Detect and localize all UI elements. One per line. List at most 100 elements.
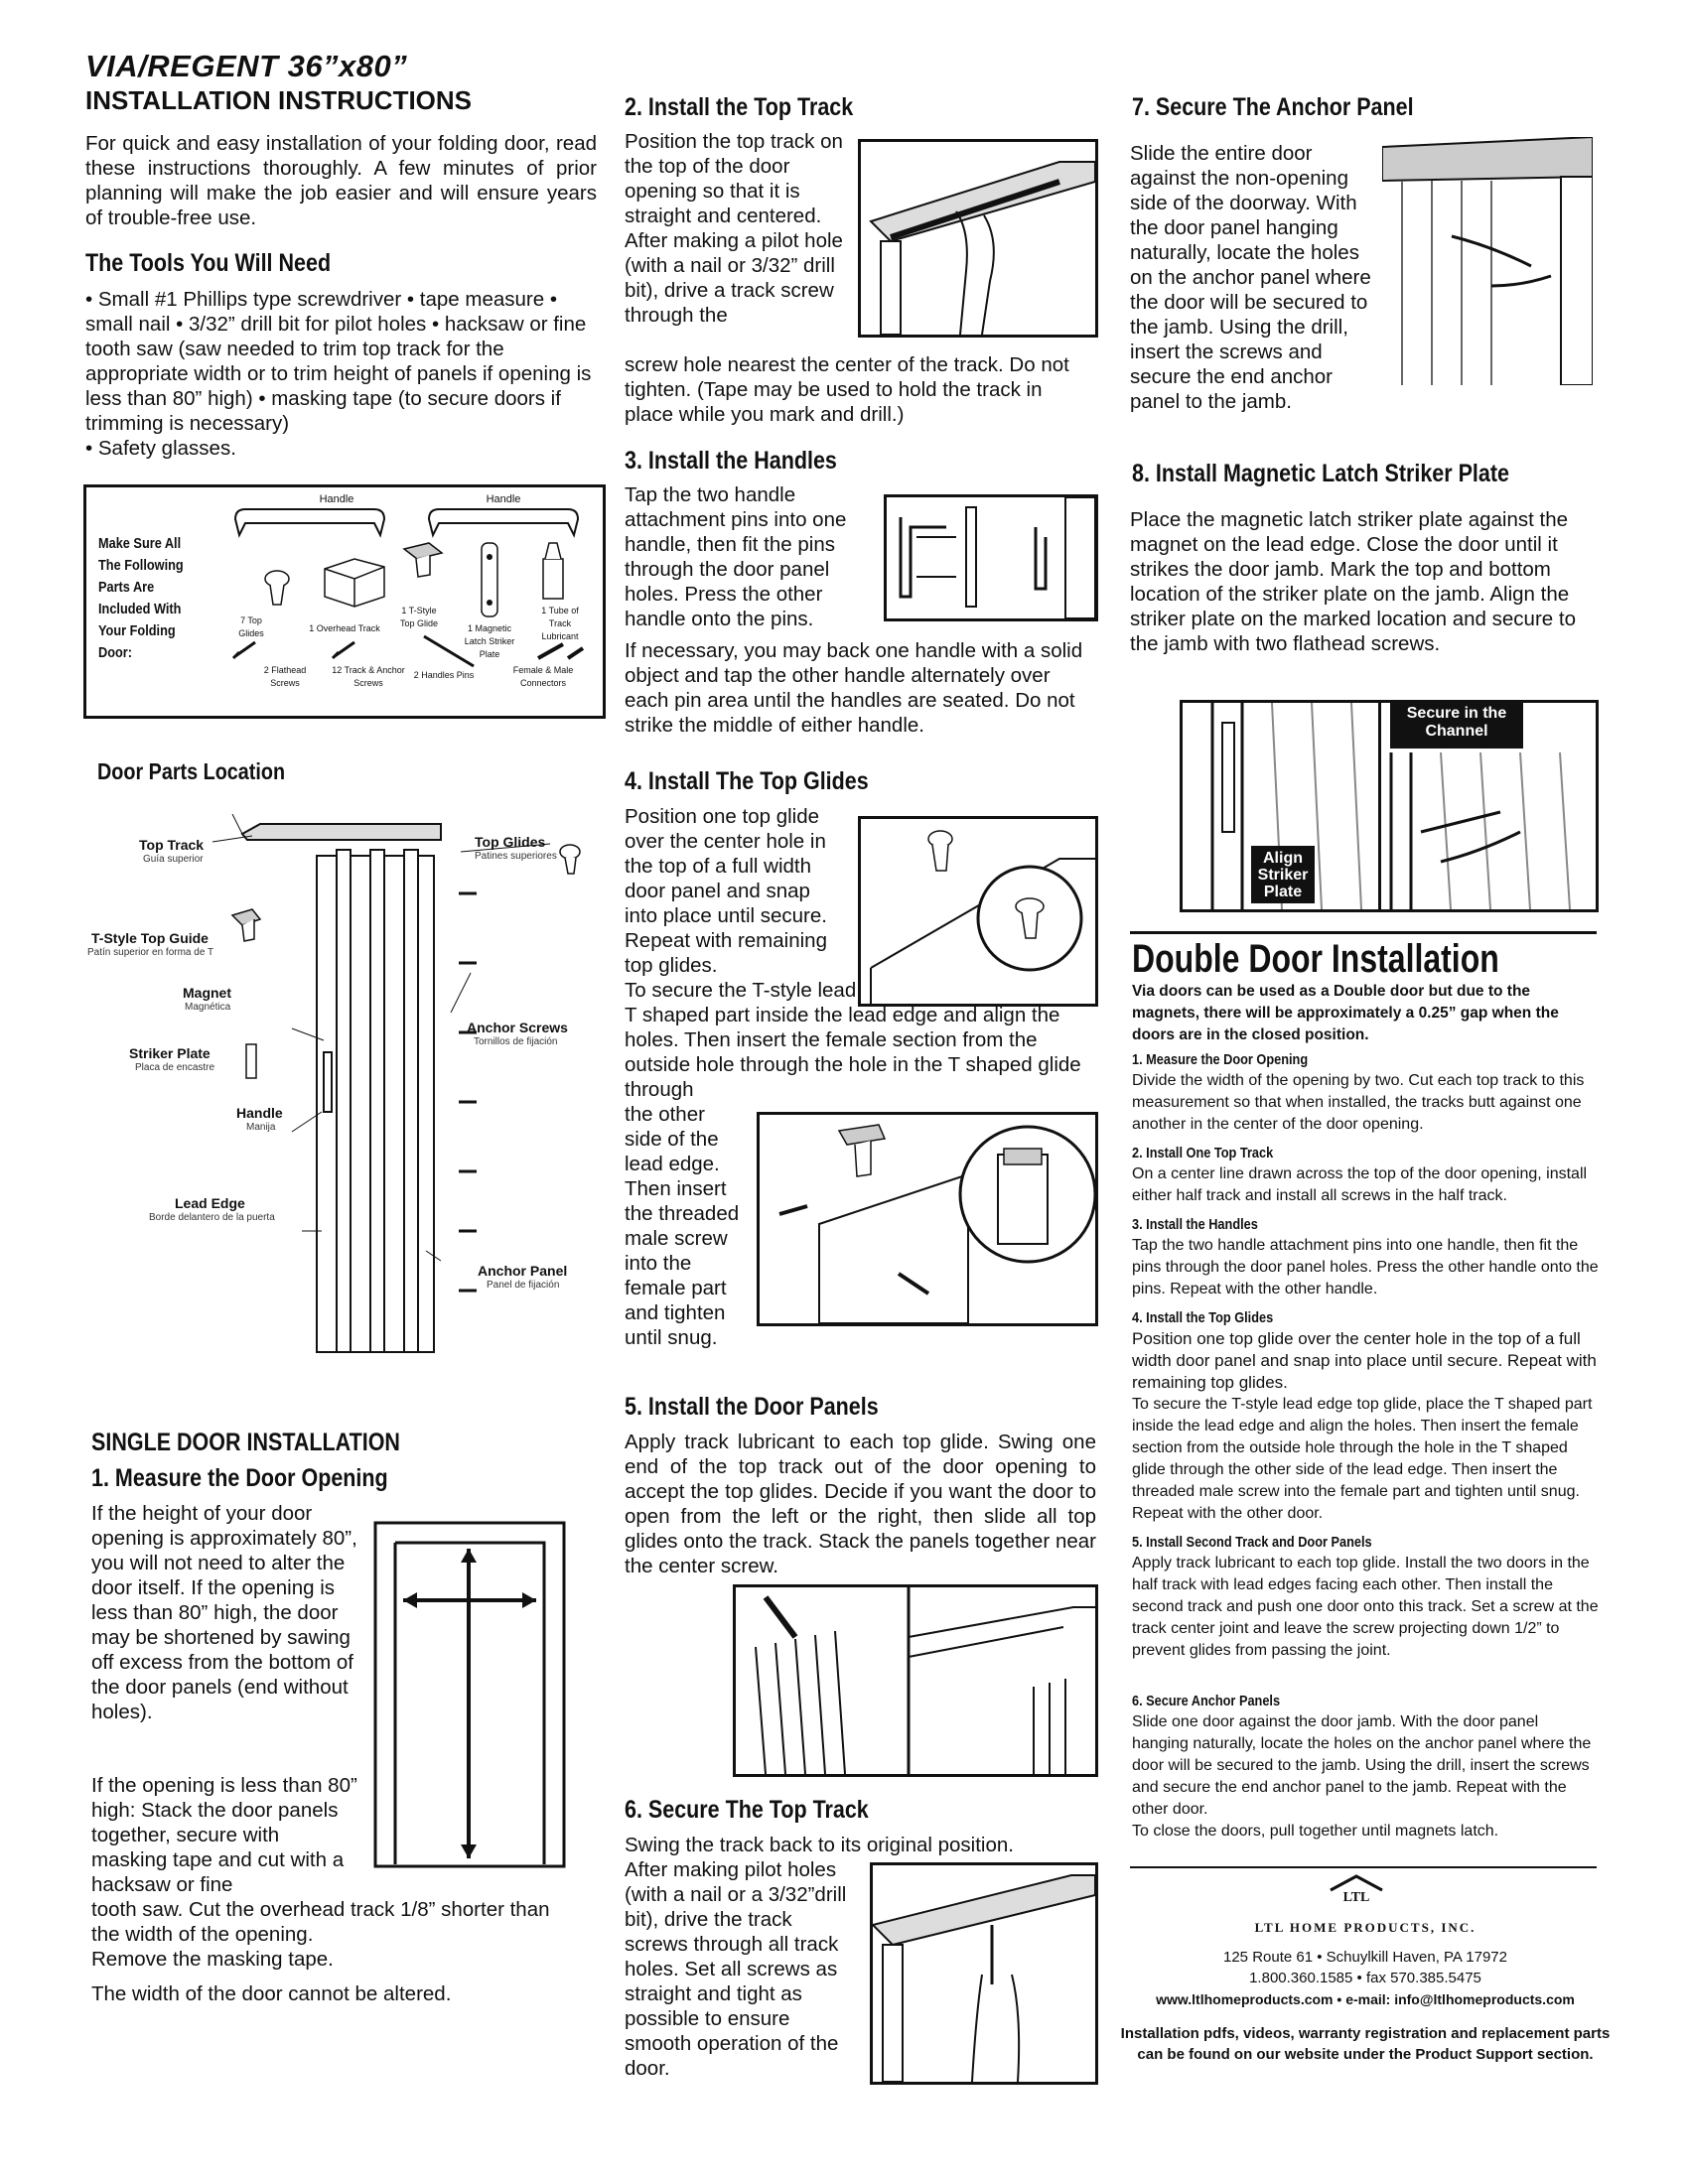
double-s6-heading: 6. Secure Anchor Panels (1132, 1693, 1281, 1709)
measure-illustration (373, 1521, 566, 1868)
intro-text: For quick and easy installation of your … (85, 132, 597, 229)
label-magnet: Magnet (183, 985, 231, 1001)
parts-box: Make Sure All The Following Parts Are In… (83, 484, 606, 719)
double-s4-text-b: To secure the T-style lead edge top glid… (1132, 1396, 1593, 1522)
double-s5-heading: 5. Install Second Track and Door Panels (1132, 1534, 1372, 1551)
double-s2-text: On a center line drawn across the top of… (1132, 1165, 1588, 1204)
footer-company: LTL HOME PRODUCTS, INC. (1254, 1920, 1477, 1935)
step8-text: Place the magnetic latch striker plate a… (1130, 508, 1576, 655)
footer-divider (1130, 1866, 1597, 1868)
step8-heading: 8. Install Magnetic Latch Striker Plate (1132, 460, 1509, 487)
step1-heading: 1. Measure the Door Opening (91, 1464, 388, 1492)
part-top-glides: 7 Top Glides (238, 615, 264, 638)
step6-heading: 6. Secure The Top Track (625, 1796, 869, 1824)
label-align-striker: Align Striker Plate (1251, 846, 1315, 903)
label-anchor-panel-es: Panel de fijación (487, 1280, 560, 1291)
tools-text: • Small #1 Phillips type screwdriver • t… (85, 288, 592, 435)
document-title: VIA/REGENT 36”x80” (85, 49, 408, 83)
label-handle-es: Manija (246, 1122, 276, 1133)
tools-heading: The Tools You Will Need (85, 249, 332, 277)
step1-text-b1: If the opening is less than 80” high: St… (91, 1774, 357, 1896)
part-handle-pins: 2 Handles Pins (413, 670, 475, 680)
footer-address: 125 Route 61 • Schuylkill Haven, PA 1797… (1223, 1949, 1507, 1966)
double-s1-heading: 1. Measure the Door Opening (1132, 1051, 1309, 1068)
step4-illustration-a (858, 816, 1098, 1007)
tools-safety: • Safety glasses. (85, 437, 236, 460)
door-parts-heading: Door Parts Location (97, 758, 286, 784)
parts-illustration (231, 508, 585, 668)
label-t-style: T-Style Top Guide (91, 930, 209, 946)
label-handle: Handle (236, 1105, 283, 1121)
step2-heading: 2. Install the Top Track (625, 93, 854, 121)
part-overhead-track: 1 Overhead Track (309, 623, 380, 633)
step2-text-a: Position the top track on the top of the… (625, 130, 843, 327)
double-s3-heading: 3. Install the Handles (1132, 1216, 1258, 1233)
footer-web[interactable]: www.ltlhomeproducts.com • e-mail: info@l… (1156, 1991, 1575, 2007)
double-s5-text: Apply track lubricant to each top glide.… (1132, 1555, 1599, 1659)
part-lubricant-tube: 1 Tube of Track Lubricant (541, 606, 579, 641)
step7-heading: 7. Secure The Anchor Panel (1132, 93, 1414, 121)
step7-illustration (1382, 137, 1593, 385)
step2-illustration (858, 139, 1098, 338)
label-top-track: Top Track (139, 837, 205, 853)
step1-text-c: The width of the door cannot be altered. (91, 1982, 452, 2005)
double-s6-text-b: To close the doors, pull together until … (1132, 1823, 1499, 1840)
step5-heading: 5. Install the Door Panels (625, 1393, 879, 1421)
step6-illustration (870, 1862, 1098, 2085)
step4-text-a: Position one top glide over the center h… (625, 805, 827, 977)
part-connectors: Female & Male Connectors (512, 665, 574, 688)
part-magnetic-plate: 1 Magnetic Latch Striker Plate (464, 623, 515, 659)
ltl-logo (1330, 1874, 1383, 1892)
single-heading: SINGLE DOOR INSTALLATION (91, 1429, 400, 1456)
document-subtitle: INSTALLATION INSTRUCTIONS (85, 85, 473, 115)
label-lead-edge: Lead Edge (175, 1195, 245, 1211)
label-anchor-screws: Anchor Screws (467, 1020, 568, 1035)
double-s6-text: Slide one door against the door jamb. Wi… (1132, 1713, 1592, 1818)
step4-text-c: the other side of the lead edge. Then in… (625, 1103, 740, 1349)
footer-phone: 1.800.360.1585 • fax 570.385.5475 (1249, 1970, 1481, 1986)
part-track-screws: 12 Track & Anchor Screws (332, 665, 405, 688)
step6-text-b: After making pilot holes (with a nail or… (625, 1858, 847, 2080)
label-striker-plate-es: Placa de encastre (135, 1062, 215, 1073)
step5-text: Apply track lubricant to each top glide.… (625, 1431, 1096, 1577)
step1-text-b2: tooth saw. Cut the overhead track 1/8” s… (91, 1898, 550, 1946)
label-top-track-es: Guía superior (143, 854, 204, 865)
door-parts-diagram (211, 814, 581, 1353)
double-s1-text: Divide the width of the opening by two. … (1132, 1072, 1585, 1133)
part-t-style-glide: 1 T-Style Top Glide (399, 606, 439, 628)
step4-heading: 4. Install The Top Glides (625, 767, 869, 795)
step2-text-b: screw hole nearest the center of the tra… (625, 353, 1069, 426)
double-s4-text-a: Position one top glide over the center h… (1132, 1329, 1597, 1392)
label-t-style-es: Patín superior en forma de T (87, 947, 214, 958)
label-anchor-panel: Anchor Panel (478, 1263, 568, 1279)
step1-text-a: If the height of your door opening is ap… (91, 1502, 357, 1723)
part-flathead-screws: 2 Flathead Screws (263, 665, 307, 688)
label-magnet-es: Magnética (185, 1002, 231, 1013)
step4-illustration-b (757, 1112, 1098, 1326)
ltl-logo-text: LTL (1342, 1890, 1370, 1905)
part-handle-2: Handle (486, 493, 521, 505)
step6-text-a: Swing the track back to its original pos… (625, 1834, 1014, 1856)
label-top-glides-es: Patines superiores (475, 851, 557, 862)
double-heading: Double Door Installation (1132, 937, 1499, 981)
label-striker-plate: Striker Plate (129, 1045, 211, 1061)
double-divider (1130, 931, 1597, 934)
step3-heading: 3. Install the Handles (625, 447, 837, 475)
step3-illustration (884, 494, 1098, 621)
double-s2-heading: 2. Install One Top Track (1132, 1145, 1274, 1161)
part-handle-1: Handle (319, 493, 354, 505)
footer-note: Installation pdfs, videos, warranty regi… (1120, 2025, 1611, 2063)
step3-text-b: If necessary, you may back one handle wi… (625, 639, 1083, 737)
double-intro: Via doors can be used as a Double door b… (1132, 983, 1559, 1043)
double-s3-text: Tap the two handle attachment pins into … (1132, 1237, 1599, 1297)
label-lead-edge-es: Borde delantero de la puerta (149, 1212, 275, 1223)
parts-intro: Make Sure All The Following Parts Are In… (98, 535, 184, 661)
step7-text: Slide the entire door against the non-op… (1130, 142, 1371, 413)
label-top-glides: Top Glides (475, 834, 546, 850)
step1-text-b3: Remove the masking tape. (91, 1948, 334, 1971)
step5-illustration (733, 1584, 1098, 1777)
step3-text-a: Tap the two handle attachment pins into … (625, 483, 847, 630)
double-s4-heading: 4. Install the Top Glides (1132, 1309, 1274, 1326)
label-anchor-screws-es: Tornillos de fijación (474, 1036, 558, 1047)
label-secure-channel: Secure in the Channel (1390, 702, 1523, 749)
